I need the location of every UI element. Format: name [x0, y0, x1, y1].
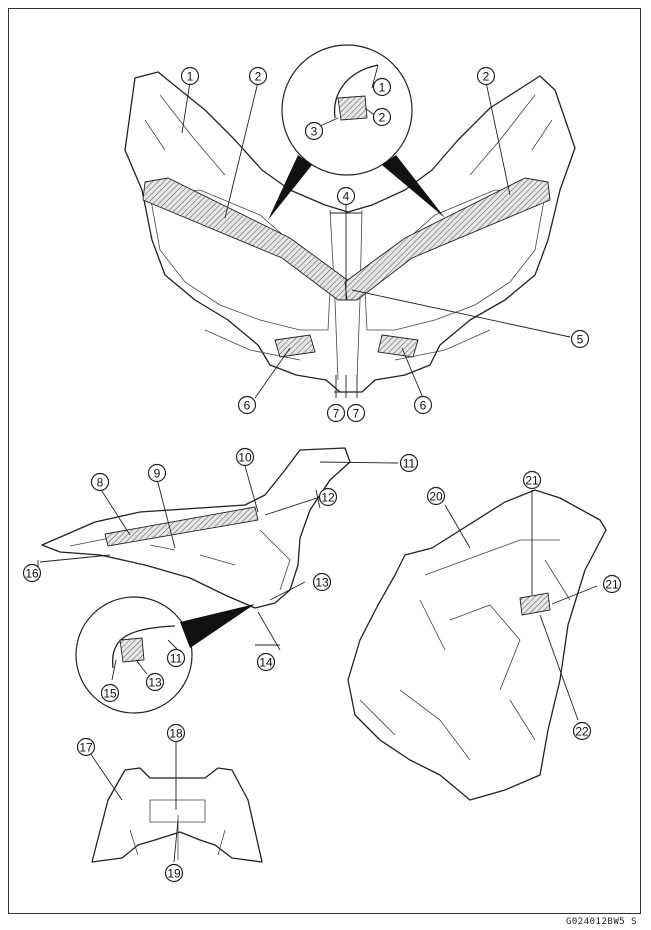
callout-label: 2: [483, 70, 490, 84]
callout-label: 12: [321, 491, 335, 505]
pad-right: [377, 334, 419, 358]
detail-pointer-left: [268, 155, 312, 220]
callout-13: 13: [145, 672, 165, 692]
tape-strip-right: [344, 177, 551, 301]
side-leaders: [99, 461, 399, 601]
callout-label: 13: [148, 676, 162, 690]
callout-16: 16: [22, 563, 42, 583]
callout-label: 18: [169, 727, 183, 741]
side-dimension-14: [255, 611, 281, 651]
callout-7: 7: [346, 403, 366, 423]
front-cowl-assembly: [124, 44, 576, 399]
callout-label: 1: [379, 81, 386, 95]
callout-label: 21: [605, 578, 619, 592]
detail-part-edge: [333, 64, 379, 119]
callout-label: 19: [167, 867, 181, 881]
callout-9: 9: [147, 463, 167, 483]
callout-label: 5: [577, 333, 584, 347]
side-dimension-16: [37, 554, 111, 580]
callout-10: 10: [235, 447, 255, 467]
callout-6: 6: [237, 395, 257, 415]
callout-label: 16: [25, 567, 39, 581]
callout-label: 1: [187, 70, 194, 84]
callout-21: 21: [602, 574, 622, 594]
callout-label: 14: [259, 656, 273, 670]
callout-label: 2: [255, 70, 262, 84]
callout-8: 8: [90, 472, 110, 492]
callout-20: 20: [426, 486, 446, 506]
callout-label: 17: [79, 741, 93, 755]
callout-label: 3: [311, 125, 318, 139]
callout-label: 4: [343, 190, 350, 204]
callout-6: 6: [413, 395, 433, 415]
callout-label: 11: [170, 652, 183, 666]
callout-3: 3: [304, 121, 324, 141]
callout-label: 10: [238, 451, 252, 465]
callout-label: 15: [103, 687, 117, 701]
side-detail-part-edge: [112, 625, 176, 669]
side-detail-tape: [119, 637, 145, 663]
side-panel-assembly: [37, 447, 399, 714]
callout-5: 5: [570, 329, 590, 349]
callout-label: 20: [429, 490, 443, 504]
pad-left: [274, 334, 316, 358]
callout-label: 6: [244, 399, 251, 413]
callout-12: 12: [318, 487, 338, 507]
callout-label: 13: [315, 576, 329, 590]
callout-label: 6: [420, 399, 427, 413]
callout-label: 21: [525, 474, 539, 488]
left-window-outline: [149, 189, 331, 331]
callout-13: 13: [312, 572, 332, 592]
callout-2: 2: [476, 66, 496, 86]
callout-19: 19: [164, 863, 184, 883]
callout-21: 21: [522, 470, 542, 490]
lower-bracket-outline: [91, 767, 263, 863]
lower-bracket-inner: [129, 799, 226, 860]
callout-22: 22: [572, 721, 592, 741]
lower-bracket-assembly: [89, 740, 263, 863]
callout-label: 7: [333, 407, 340, 421]
figure-code: G024012BW5 S: [565, 917, 637, 927]
callout-14: 14: [256, 652, 276, 672]
callout-label: 22: [575, 725, 589, 739]
dimension-7-lines: [334, 375, 358, 398]
lower-bracket-leaders: [89, 740, 179, 863]
detail-tape: [337, 95, 368, 121]
inner-cowl-assembly: [347, 489, 607, 801]
callout-18: 18: [166, 723, 186, 743]
cowl-inner-lines: [144, 94, 553, 381]
callout-1: 1: [372, 77, 392, 97]
inner-cowl-leaders: [444, 490, 598, 721]
callout-label: 8: [97, 476, 104, 490]
callout-7: 7: [326, 403, 346, 423]
drawing-frame: [8, 8, 641, 914]
inner-cowl-outline: [347, 489, 607, 801]
callout-label: 9: [154, 467, 161, 481]
callout-2: 2: [248, 66, 268, 86]
cowl-outer-outline: [124, 71, 576, 393]
callout-4: 4: [336, 186, 356, 206]
side-dimension-12: [264, 489, 321, 516]
callout-11: 11: [166, 648, 186, 668]
callout-2: 2: [372, 107, 392, 127]
inner-cowl-tape: [519, 592, 551, 616]
inner-cowl-inner-lines: [359, 539, 571, 761]
detail-pointer-right: [382, 155, 445, 218]
callout-1: 1: [180, 66, 200, 86]
callout-label: 2: [379, 111, 386, 125]
right-window-outline: [364, 189, 546, 331]
callout-17: 17: [76, 737, 96, 757]
top-leaders: [181, 81, 571, 399]
side-tape-strip: [104, 506, 259, 547]
callout-11: 11: [399, 453, 419, 473]
callout-label: 11: [403, 457, 416, 471]
detail-pointer-side: [180, 604, 255, 648]
callout-label: 7: [353, 407, 360, 421]
callout-15: 15: [100, 683, 120, 703]
